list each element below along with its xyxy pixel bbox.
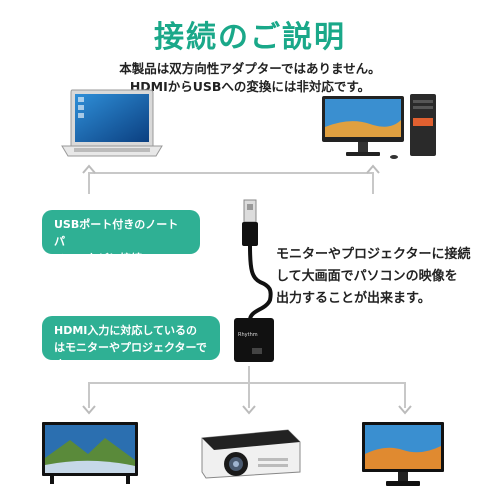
notice-line-2: HDMIからUSBへの変換には非対応です。 — [129, 79, 371, 94]
arrow-up-right-icon — [366, 164, 380, 174]
hdmi-callout-line-2: はモニターやプロジェクターです。 — [54, 341, 207, 371]
usb-callout-line-2: ソコンなどに接続 — [54, 252, 142, 265]
description-text: モニターやプロジェクターに接続 して大画面でパソコンの映像を 出力することが出来… — [276, 244, 496, 310]
notice-line-1: 本製品は双方向性アダプターではありません。 — [119, 61, 381, 76]
hdmi-callout-line-1: HDMI入力に対応しているの — [54, 324, 198, 337]
arrow-down-monitor-icon — [398, 405, 412, 415]
page-title: 接続のご説明 — [154, 20, 346, 55]
connector-line-projector — [248, 382, 250, 408]
connector-line-monitor — [404, 382, 406, 408]
connector-line-right — [372, 172, 374, 194]
arrow-down-tv-icon — [82, 405, 96, 415]
arrow-up-left-icon — [82, 164, 96, 174]
connector-line-top — [88, 172, 374, 174]
tv-icon — [42, 422, 138, 484]
adapter-label: Rhythm — [238, 332, 258, 338]
connector-line-bottom — [88, 382, 406, 384]
connector-line-left — [88, 172, 90, 194]
hdmi-callout: HDMI入力に対応しているの はモニターやプロジェクターです。 — [42, 316, 220, 371]
laptop-icon — [61, 89, 163, 157]
connector-line-down — [248, 366, 250, 384]
description-line-3: 出力することが出来ます。 — [276, 291, 431, 306]
usb-callout: USBポート付きのノートパ ソコンなどに接続 — [42, 210, 200, 265]
projector-icon — [201, 429, 301, 479]
usb-hdmi-adapter-icon — [234, 199, 274, 362]
monitor-icon — [362, 422, 444, 486]
desktop-computer-icon — [322, 94, 436, 159]
usb-callout-line-1: USBポート付きのノートパ — [54, 218, 179, 248]
description-line-2: して大画面でパソコンの映像を — [276, 269, 458, 284]
connector-line-tv — [88, 382, 90, 408]
arrow-down-projector-icon — [242, 405, 256, 415]
description-line-1: モニターやプロジェクターに接続 — [276, 247, 471, 262]
